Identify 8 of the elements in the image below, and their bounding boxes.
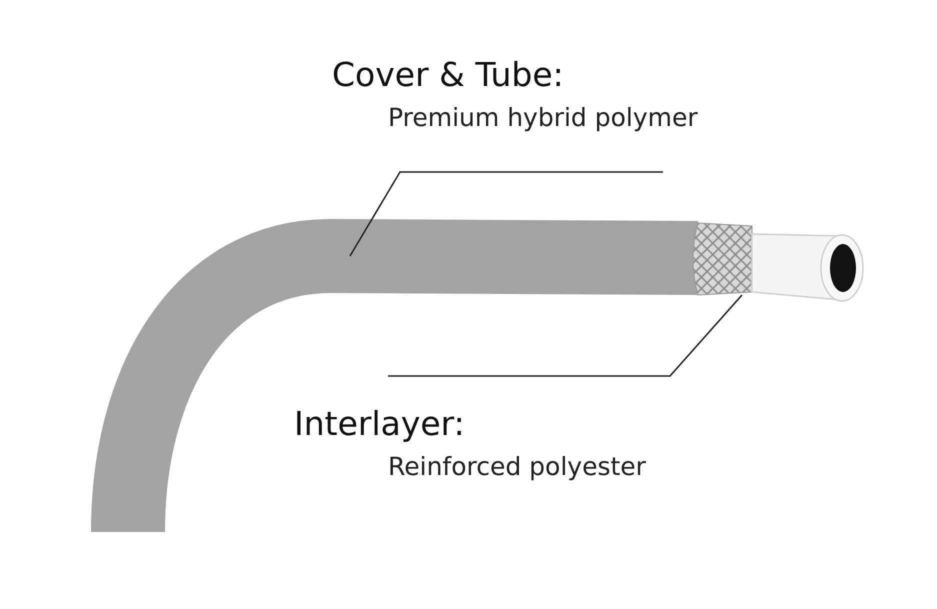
leader-line bbox=[349, 171, 663, 256]
hose-cover bbox=[330, 219, 698, 295]
callout-heading: Cover & Tube: bbox=[332, 55, 564, 94]
leader-line bbox=[388, 294, 743, 377]
braided-interlayer bbox=[692, 222, 752, 296]
callout-heading: Interlayer: bbox=[294, 404, 465, 443]
callout-description: Premium hybrid polymer bbox=[388, 103, 698, 132]
callout-description: Reinforced polyester bbox=[388, 452, 646, 481]
